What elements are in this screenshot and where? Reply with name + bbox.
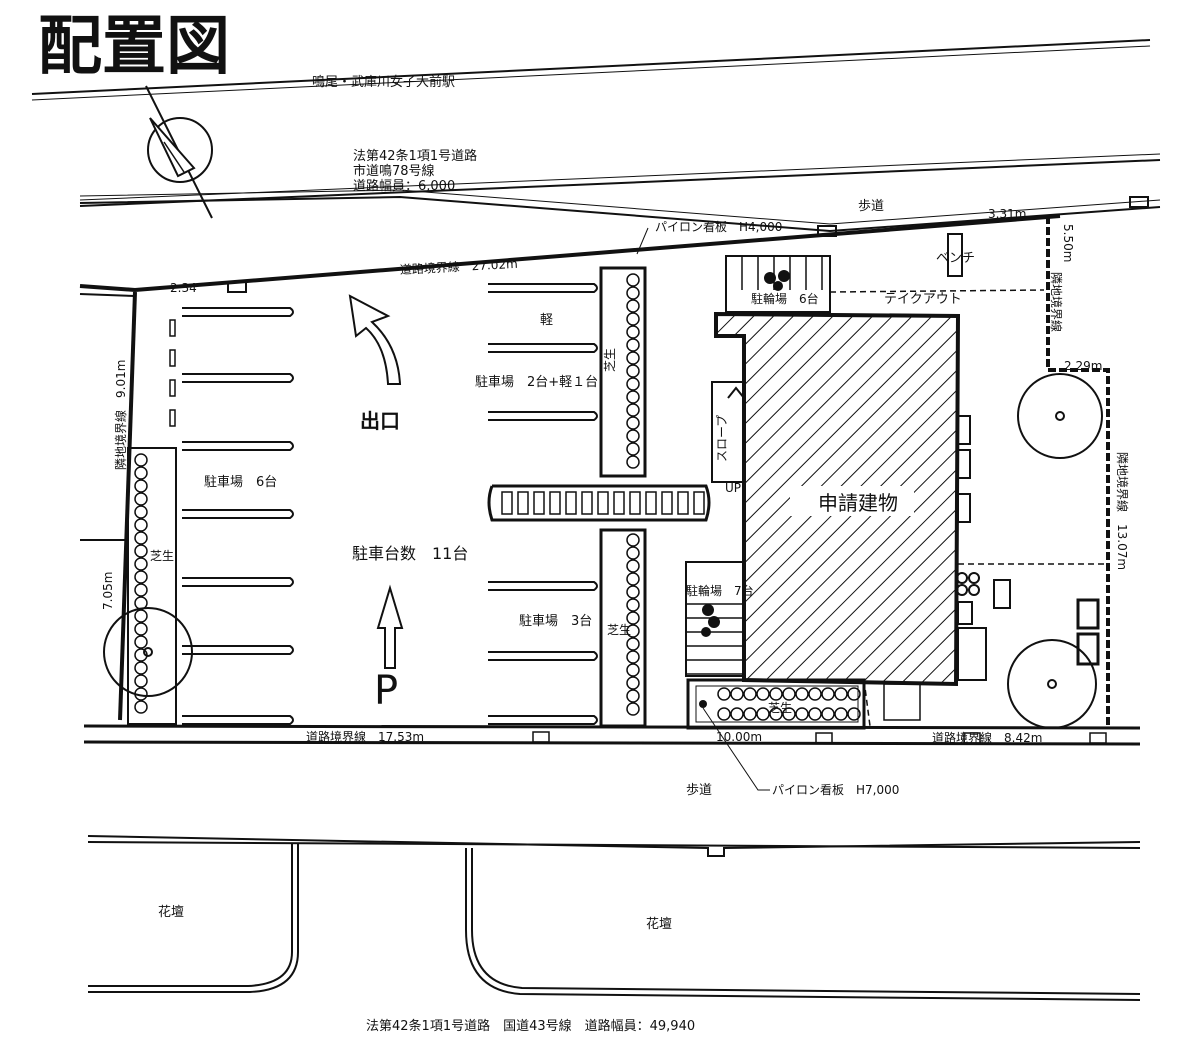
dim-east-upper-len: 5.50m [1061, 224, 1075, 262]
dim-east-step: 2.29m [1064, 359, 1102, 373]
up-label: UP [725, 481, 741, 495]
pylon-north-label: パイロン看板 H4,000 [655, 220, 782, 234]
dim-ne-top: 3.31m [988, 207, 1026, 221]
bicycle-rack-south [686, 603, 744, 675]
tree-icon [1017, 373, 1103, 459]
shrub-row-mid [626, 273, 640, 716]
dim-west-lower: 7.05m [101, 572, 115, 610]
utility-box [817, 225, 837, 237]
shrub-row-west [134, 453, 148, 714]
dim-east-lower: 隣地境界線 13.07m [1115, 452, 1130, 570]
bench-label: ベンチ [936, 251, 975, 266]
south-road-label: 法第42条1項1号道路 国道43号線 道路幅員：49,940 [366, 1018, 695, 1034]
dim-west-boundary: 隣地境界線 9.01m [113, 360, 128, 470]
slope-label: スロープ [715, 415, 729, 462]
pylon-south [699, 700, 707, 708]
flowerbed-left-label: 花壇 [158, 904, 184, 920]
page-title: 配置図 [38, 10, 230, 84]
kei-label: 軽 [540, 313, 553, 328]
parking-right-low-label: 駐車場 3台 [519, 614, 592, 629]
parking-left-label: 駐車場 6台 [204, 475, 277, 490]
sidewalk-north-label: 歩道 [858, 199, 884, 214]
parking-total-label: 駐車台数 11台 [352, 544, 468, 563]
parking-stalls-mid [488, 283, 598, 725]
building-east-units [957, 415, 971, 523]
exit-arrow-icon [348, 294, 402, 385]
dim-road-boundary-north: 道路境界線 27.02m [399, 256, 518, 277]
bicycle-icon [764, 270, 790, 291]
north-road [31, 39, 1161, 233]
entry-arrow-icon [376, 584, 404, 669]
bench [947, 233, 963, 277]
bicycle-rack-north [741, 256, 823, 290]
shrub-row-south [717, 687, 861, 721]
parking-mid-label: 駐車場 2台+軽１台 [475, 375, 598, 390]
lawn-mid-bottom-label: 芝生 [607, 622, 631, 637]
dim-south-right: 道路境界線 8.42m [932, 730, 1042, 745]
crosswalk [487, 484, 711, 522]
dim-nw-corner: 2.34 [170, 281, 197, 295]
pylon-south-label: パイロン看板 H7,000 [772, 783, 899, 797]
utility-box [227, 281, 247, 293]
dim-east-upper-label: 隣地境界線 [1049, 272, 1064, 332]
lawn-left-label: 芝生 [150, 548, 174, 563]
bicycle-north-label: 駐輪場 6台 [751, 291, 819, 306]
utility-box [1129, 196, 1149, 208]
south-road [83, 724, 1141, 1001]
tree-icon [103, 607, 193, 697]
lawn-mid-top-label: 芝生 [602, 348, 617, 372]
sidewalk-south-label: 歩道 [686, 783, 712, 798]
bicycle-icon [701, 604, 720, 637]
dim-south-left: 道路境界線 17.53m [306, 729, 424, 744]
north-road-line2: 市道鳴78号線 [353, 163, 435, 179]
dash-line-west [169, 319, 176, 427]
building-label: 申請建物 [818, 491, 898, 515]
parking-stalls-left [182, 307, 294, 725]
lawn-south-label: 芝生 [768, 700, 792, 715]
tree-icon [1007, 639, 1097, 729]
north-road-line1: 法第42条1項1号道路 [353, 148, 477, 164]
parking-mark: P [374, 668, 398, 714]
dim-south-mid: 10.00m [716, 730, 762, 744]
flowerbed-right-label: 花壇 [646, 916, 672, 932]
north-arrow-icon [145, 85, 213, 219]
building [714, 311, 961, 687]
outdoor-equipment [883, 572, 1100, 721]
exit-label: 出口 [360, 409, 400, 433]
bicycle-south-label: 駐輪場 7台 [686, 583, 754, 598]
takeout-label: テイクアウト [884, 292, 962, 307]
